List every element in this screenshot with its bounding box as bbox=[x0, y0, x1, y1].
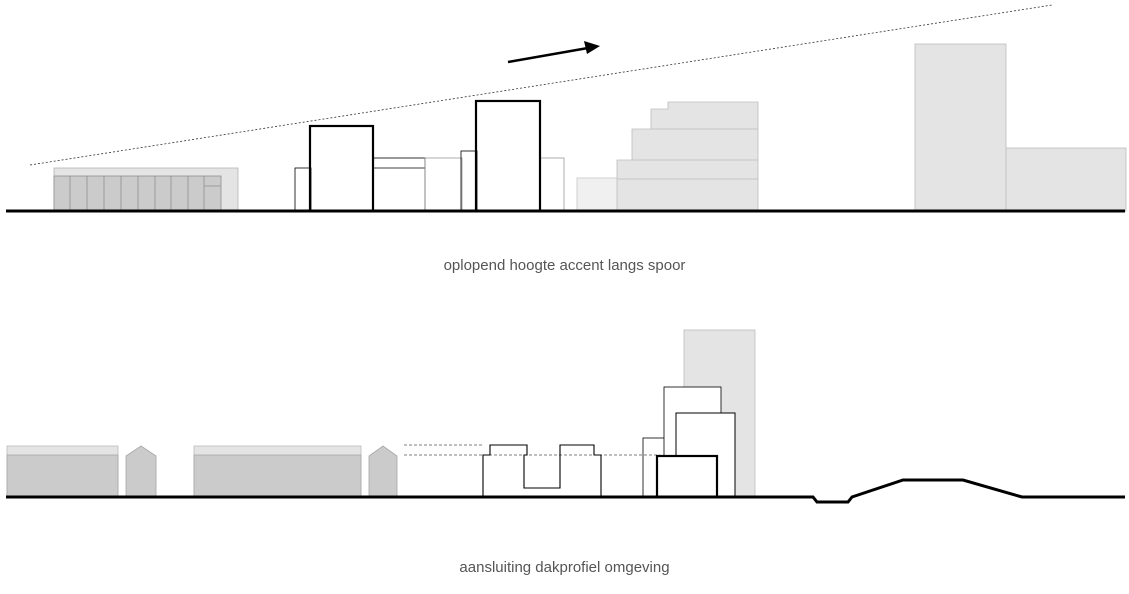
existing-row-houses-left bbox=[6, 445, 119, 498]
rising-direction-arrow bbox=[507, 41, 600, 64]
top-diagram-caption: oplopend hoogte accent langs spoor bbox=[443, 257, 686, 274]
existing-stepped-building bbox=[576, 101, 759, 212]
new-stacked-blocks bbox=[642, 386, 736, 499]
existing-row-houses-middle bbox=[193, 445, 362, 498]
existing-tower bbox=[914, 43, 1127, 212]
new-building-group-1 bbox=[294, 124, 426, 213]
ground-line-bottom bbox=[6, 478, 1125, 504]
height-slope-line bbox=[29, 4, 1053, 166]
bottom-diagram-caption: aansluiting dakprofiel omgeving bbox=[459, 559, 670, 576]
new-u-shaped-block bbox=[482, 444, 602, 498]
existing-gabled-house-2 bbox=[368, 445, 398, 498]
bottom-elevation bbox=[6, 329, 1125, 504]
existing-low-building-left bbox=[53, 167, 239, 212]
top-elevation bbox=[6, 4, 1127, 213]
existing-gabled-house-1 bbox=[125, 445, 157, 498]
new-building-group-2 bbox=[424, 99, 565, 213]
